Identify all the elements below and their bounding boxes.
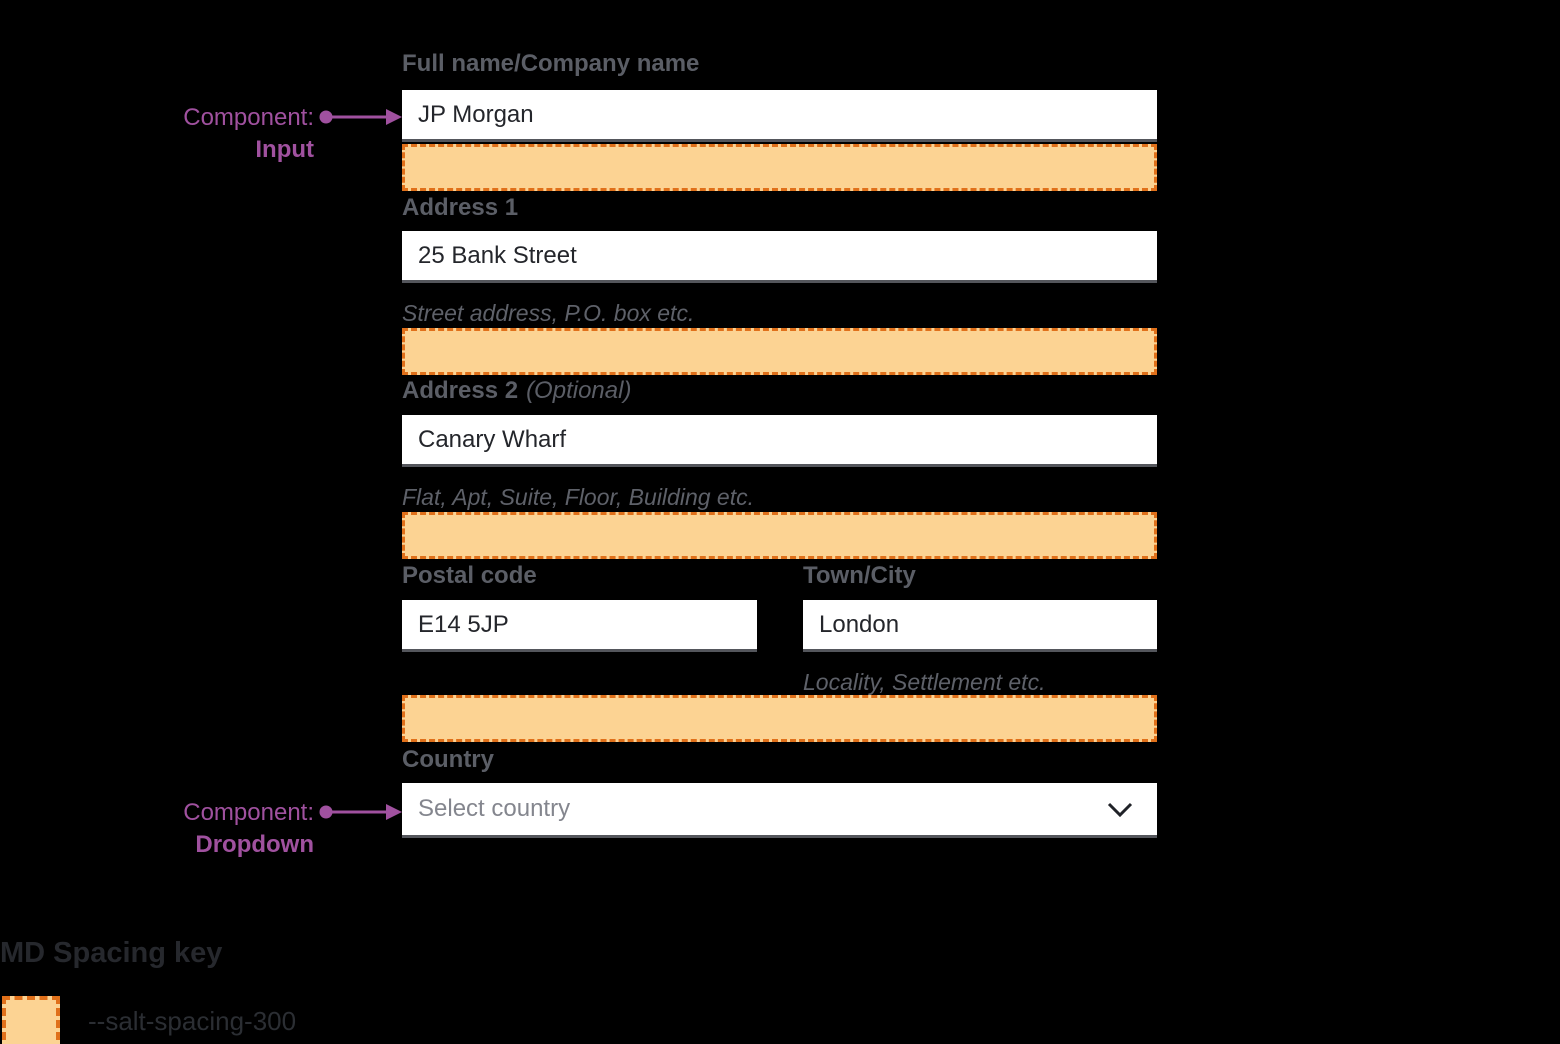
town-city-helper-text: Locality, Settlement etc.: [803, 669, 1046, 695]
chevron-down-icon: [1107, 802, 1133, 817]
optional-tag: (Optional): [526, 377, 632, 404]
country-label: Country: [402, 746, 494, 773]
spacing-token-label: --salt-spacing-300: [88, 1006, 297, 1036]
full-name-label: Full name/Company name: [402, 50, 700, 77]
address1-input[interactable]: [402, 231, 1157, 283]
spacing-300-block: [402, 512, 1157, 559]
annotation-prefix: Component:: [183, 799, 314, 826]
annotation-component-name: Dropdown: [195, 831, 314, 858]
postal-code-label: Postal code: [402, 562, 537, 589]
dot-arrow-right-icon: [319, 109, 402, 125]
address2-input[interactable]: [402, 415, 1157, 467]
annotation-prefix: Component:: [183, 104, 314, 131]
town-city-label: Town/City: [803, 562, 916, 589]
country-dropdown-placeholder: Select country: [418, 795, 571, 822]
dot-arrow-right-icon: [319, 804, 402, 820]
annotation-component-name: Input: [255, 136, 314, 163]
country-dropdown[interactable]: Select country: [402, 783, 1157, 838]
postal-code-input[interactable]: [402, 600, 757, 652]
spacing-300-block: [402, 695, 1157, 742]
address2-label-text: Address 2: [402, 377, 519, 404]
annotation-input-component: Component: Input: [94, 102, 314, 166]
address1-label: Address 1: [402, 194, 519, 221]
spacing-300-block: [402, 328, 1157, 375]
spacing-key-title: MD Spacing key: [0, 937, 223, 969]
address2-label: Address 2 (Optional): [402, 377, 1157, 405]
full-name-input[interactable]: [402, 90, 1157, 142]
address2-helper-text: Flat, Apt, Suite, Floor, Building etc.: [402, 484, 754, 510]
address-form: Full name/Company name Address 1 Street …: [402, 0, 1157, 1044]
spacing-300-swatch: [2, 996, 60, 1044]
spacing-300-block: [402, 144, 1157, 191]
address1-helper-text: Street address, P.O. box etc.: [402, 300, 695, 326]
annotation-dropdown-component: Component: Dropdown: [94, 797, 314, 861]
town-city-input[interactable]: [803, 600, 1157, 652]
